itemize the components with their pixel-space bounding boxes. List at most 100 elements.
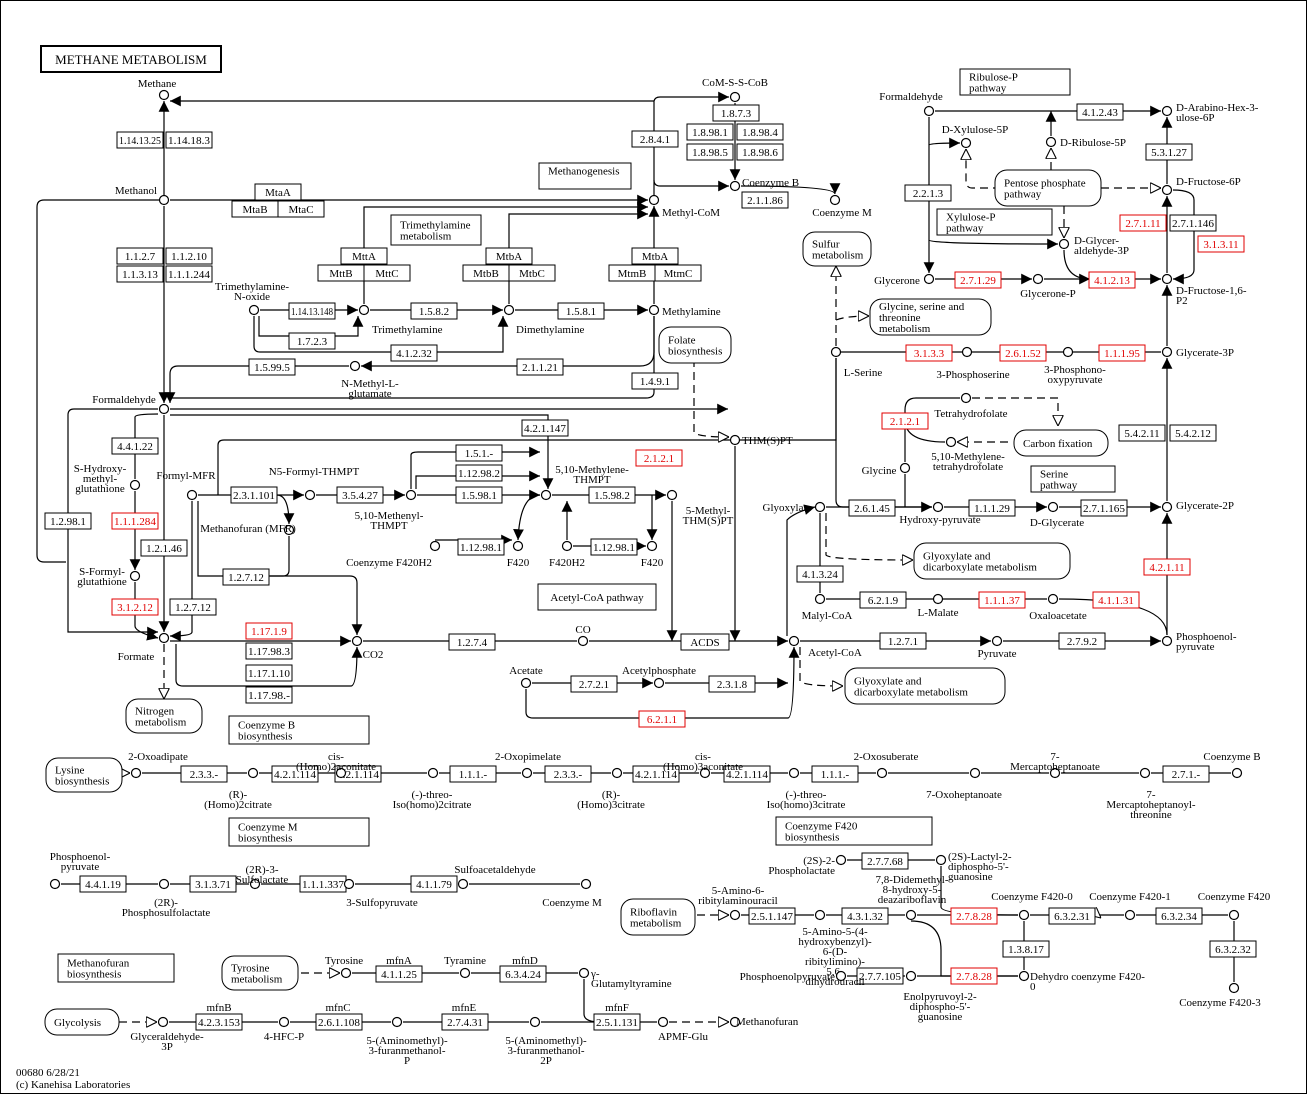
compound-node[interactable] (969, 767, 981, 779)
enzyme-box[interactable] (1155, 907, 1203, 925)
enzyme-4-2-1-11[interactable]: 4.2.1.11 (1143, 558, 1191, 576)
enzyme-1-1-1-[interactable]: 1.1.1.- (449, 765, 497, 783)
compound-L-Serine[interactable]: L-Serine (830, 346, 883, 380)
compound-Phosphoenol-pyruvate[interactable]: Phosphoenol-pyruvate (1161, 631, 1237, 653)
enzyme-2-5-1-131[interactable]: 2.5.1.131 (593, 1013, 641, 1031)
enzyme-box[interactable] (632, 765, 680, 783)
enzyme-box[interactable] (44, 512, 92, 530)
compound-node[interactable] (666, 489, 678, 501)
compound-node[interactable] (729, 1016, 741, 1028)
compound-node[interactable] (529, 1016, 541, 1028)
compound-node[interactable] (129, 570, 141, 582)
enzyme-1-2-7-1[interactable]: 1.2.7.1 (879, 632, 927, 650)
enzyme-box[interactable] (593, 1013, 641, 1031)
enzyme-MttA[interactable]: MttA (340, 247, 388, 265)
compound-3-Sulfopyruvate[interactable]: 3-Sulfopyruvate (343, 878, 418, 910)
compound-S-Formyl-glutathione[interactable]: S-Formyl-glutathione (77, 566, 141, 588)
enzyme-1-2-7-4[interactable]: 1.2.7.4 (448, 633, 496, 651)
section-box[interactable] (537, 583, 657, 611)
compound-D-Xylulose-5P[interactable]: D-Xylulose-5P (942, 124, 1009, 149)
compound-node[interactable] (1018, 909, 1030, 921)
compound-Glyoxylate[interactable]: Glyoxylate (763, 501, 826, 514)
compound-5-10-Methenyl-THMPT[interactable]: 5,10-Methenyl-THMPT (355, 489, 424, 533)
map-link-box[interactable] (869, 298, 992, 336)
enzyme-1-4-9-1[interactable]: 1.4.9.1 (631, 372, 679, 390)
enzyme-MtbA[interactable]: MtbA (485, 247, 533, 265)
enzyme-box[interactable] (841, 907, 889, 925)
compound-Formyl-MFR[interactable]: Formyl-MFR (156, 470, 216, 501)
enzyme-box[interactable] (968, 499, 1016, 517)
compound-node[interactable] (457, 878, 469, 890)
enzyme-4-4-1-19[interactable]: 4.4.1.19 (79, 875, 127, 893)
enzyme-1-8-98-4[interactable]: 1.8.98.4 (736, 123, 784, 141)
enzyme-box[interactable] (544, 765, 592, 783)
compound-Coenzyme-F420-1[interactable]: Coenzyme F420-1 (1089, 891, 1171, 921)
enzyme-4-1-1-79[interactable]: 4.1.1.79 (410, 875, 458, 893)
compound-Tyramine[interactable]: Tyramine (444, 955, 486, 979)
map-link-box[interactable] (994, 169, 1102, 207)
compound-D-Fructose-6P[interactable]: D-Fructose-6P (1161, 176, 1241, 196)
enzyme-box[interactable] (1002, 940, 1050, 958)
enzyme-box[interactable] (654, 264, 702, 282)
enzyme-4-2-1-147[interactable]: 4.2.1.147 (521, 419, 569, 437)
compound-node[interactable] (158, 194, 170, 206)
compound-node[interactable] (729, 909, 741, 921)
map-link-glycolysis[interactable]: Glycolysis (44, 1008, 120, 1036)
enzyme-1-14-13-25[interactable]: 1.14.13.25 (116, 131, 164, 149)
compound-5-10-Methylene-tetrahydrofolate[interactable]: 5,10-Methylene-tetrahydrofolate (931, 436, 1005, 474)
compound-Coenzyme-F420[interactable]: Coenzyme F420 (1198, 891, 1271, 921)
enzyme-box[interactable] (1169, 214, 1217, 232)
section-acetyl-coa-pathway[interactable]: Acetyl-CoA pathway (537, 583, 657, 611)
compound-2R-Phosphosulfolactate[interactable]: (2R)-Phosphosulfolactate (122, 878, 211, 920)
enzyme-1-1-3-13[interactable]: 1.1.3.13 (116, 265, 164, 283)
compound-node[interactable] (248, 304, 260, 316)
enzyme-box[interactable] (508, 264, 556, 282)
compound-node[interactable] (335, 767, 347, 779)
enzyme-2-7-8-28[interactable]: 2.7.8.28 (950, 967, 998, 985)
compound-Glutamyltyramine[interactable]: γ-Glutamyltyramine (578, 967, 672, 990)
compound-cis-Homo-3aconitate[interactable]: cis-(Homo)3aconitate (663, 751, 743, 779)
compound-node[interactable] (158, 89, 170, 101)
enzyme-box[interactable] (861, 852, 909, 870)
enzyme-box[interactable] (222, 568, 270, 586)
compound-threo-Iso-homo-2citrate[interactable]: (-)-threo-Iso(homo)2citrate (393, 767, 472, 812)
enzyme-1-5-8-1[interactable]: 1.5.8.1 (557, 302, 605, 320)
compound-2S-2-Phospholactate[interactable]: (2S)-2-Phospholactate (768, 854, 847, 877)
enzyme-2-3-3-[interactable]: 2.3.3.- (544, 765, 592, 783)
map-link-box[interactable] (844, 667, 1006, 705)
compound-node[interactable] (1049, 767, 1061, 779)
enzyme-box[interactable] (277, 200, 325, 218)
compound-node[interactable] (1231, 767, 1243, 779)
enzyme-2-1-2-1[interactable]: 2.1.2.1 (635, 449, 683, 467)
enzyme-1-14-18-3[interactable]: 1.14.18.3 (165, 131, 213, 149)
compound-2-Oxosuberate[interactable]: 2-Oxosuberate (854, 751, 919, 779)
enzyme-2-7-7-105[interactable]: 2.7.7.105 (856, 967, 904, 985)
enzyme-box[interactable] (169, 598, 217, 616)
enzyme-box[interactable] (245, 664, 293, 682)
compound-node[interactable] (249, 878, 261, 890)
compound-Tyrosine[interactable]: Tyrosine (325, 955, 363, 979)
enzyme-box[interactable] (856, 967, 904, 985)
section-box[interactable] (936, 208, 1053, 236)
compound-Acetyl-CoA[interactable]: Acetyl-CoA (788, 635, 862, 660)
enzyme-box[interactable] (1080, 499, 1128, 517)
enzyme-1-2-1-46[interactable]: 1.2.1.46 (140, 539, 188, 557)
enzyme-2-7-1-29[interactable]: 2.7.1.29 (954, 271, 1002, 289)
enzyme-box[interactable] (1143, 558, 1191, 576)
enzyme-2-3-3-[interactable]: 2.3.3.- (180, 765, 228, 783)
compound-S-Hydroxy-methyl-glutathione[interactable]: S-Hydroxy-methyl-glutathione (74, 463, 141, 495)
enzyme-2-1-1-21[interactable]: 2.1.1.21 (516, 358, 564, 376)
enzyme-2-3-1-8[interactable]: 2.3.1.8 (708, 675, 756, 693)
compound-node[interactable] (512, 540, 524, 552)
compound-Glycerate-3P[interactable]: Glycerate-3P (1161, 346, 1235, 359)
enzyme-5-4-2-12[interactable]: 5.4.2.12 (1169, 424, 1217, 442)
compound-node[interactable] (788, 635, 800, 647)
compound-node[interactable] (349, 360, 361, 372)
compound-5-Amino-6-ribitylaminouracil[interactable]: 5-Amino-6-ribitylaminouracil (698, 885, 778, 921)
enzyme-box[interactable] (140, 539, 188, 557)
enzyme-box[interactable] (340, 247, 388, 265)
enzyme-box[interactable] (288, 332, 336, 350)
enzyme-box[interactable] (736, 143, 784, 161)
